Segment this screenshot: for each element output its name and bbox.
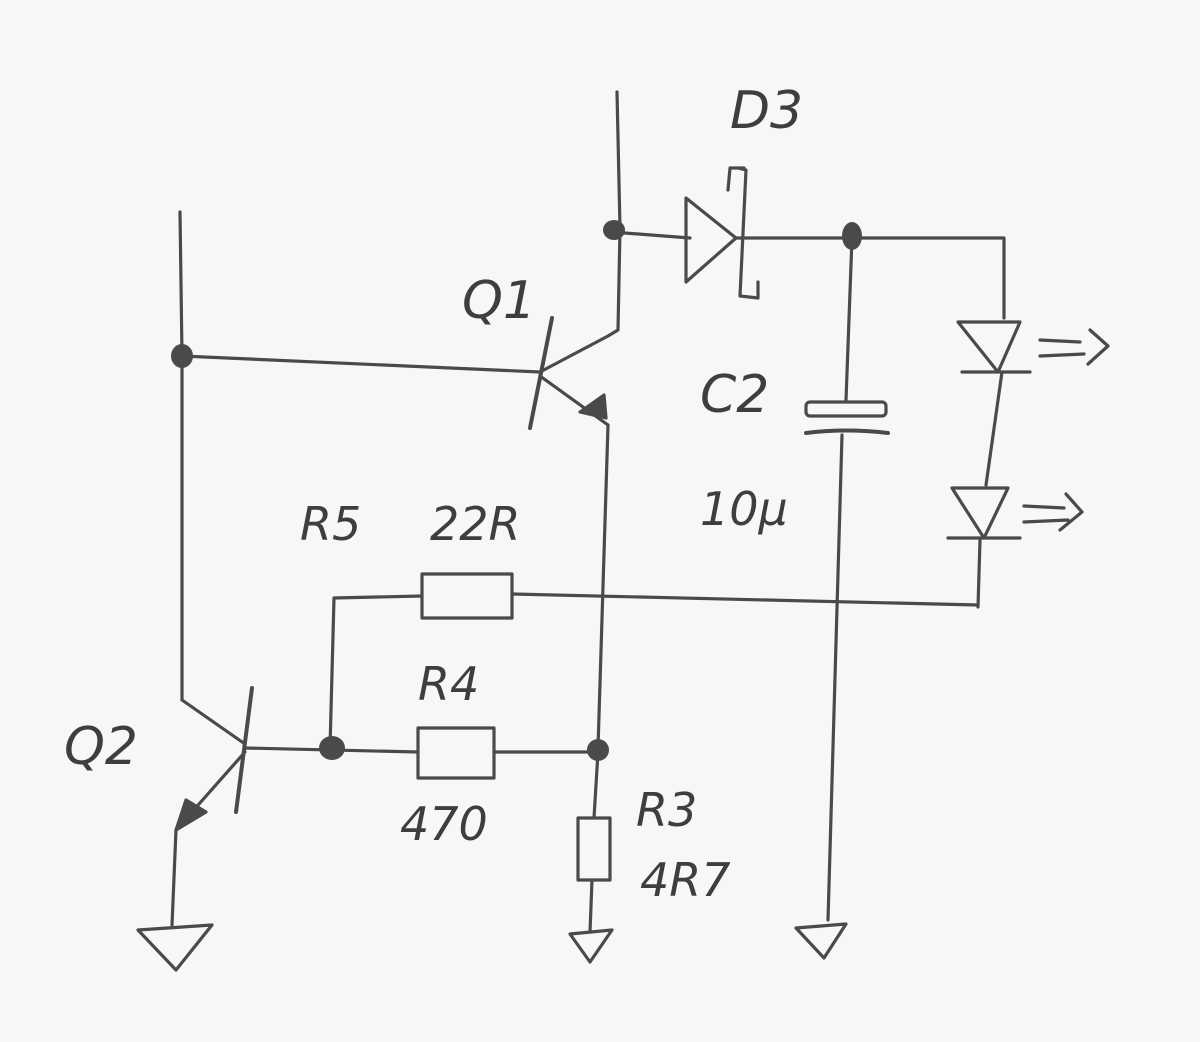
q1-collector-leg: [538, 334, 610, 374]
q1-label: Q1: [462, 271, 536, 331]
q2-transistor: [174, 686, 254, 832]
wire-top-rail: [606, 90, 622, 338]
ground-c2-icon: [794, 922, 848, 960]
wire-led-bottom: [976, 538, 982, 609]
r3-resistor: [576, 816, 612, 882]
r3-value-label: 4R7: [640, 853, 731, 907]
ground-q2-icon: [136, 923, 214, 972]
wire-q2-emitter: [170, 828, 178, 927]
led-upper: [956, 320, 1110, 374]
r5-resistor: [420, 572, 514, 620]
junctions: [171, 220, 862, 761]
q2-emitter-arrow: [174, 798, 208, 832]
r3-label: R3: [636, 783, 697, 837]
c2-value-label: 10µ: [700, 482, 788, 536]
wire-q1-emitter: [596, 423, 610, 750]
r4-resistor: [416, 726, 496, 780]
wire-r3-bottom: [588, 878, 594, 934]
wire-r5-left: [328, 594, 424, 750]
d3-label: D3: [730, 81, 803, 141]
wire-c2-bottom: [826, 433, 844, 922]
junction-q2-base: [319, 736, 345, 760]
r5-label: R5: [300, 497, 361, 551]
led-lower-light-icon: [1022, 492, 1084, 532]
r4-value-label: 470: [400, 797, 488, 851]
r4-label: R4: [418, 657, 479, 711]
wire-to-d3: [610, 230, 692, 240]
junction-left: [171, 344, 193, 368]
c2-plate-bottom: [804, 428, 890, 435]
wire-left-rail: [178, 210, 184, 702]
wire-c2-top: [844, 236, 854, 402]
junction-r3: [587, 739, 609, 761]
wire-q1-base: [180, 354, 542, 374]
wire-led-mid: [984, 370, 1004, 487]
c2-capacitor: [804, 400, 890, 435]
c2-label: C2: [700, 365, 769, 425]
q1-emitter-arrow: [578, 393, 608, 420]
c2-plate-top: [804, 400, 888, 418]
wire-r3-top: [592, 750, 600, 820]
wire-led-top: [850, 236, 1006, 320]
junction-right: [842, 222, 862, 250]
led-lower: [946, 486, 1084, 540]
junction-top: [603, 220, 625, 240]
q1-transistor: [528, 316, 610, 430]
d3-triangle: [684, 196, 738, 284]
led-lower-triangle: [950, 486, 1010, 540]
ground-r3-icon: [568, 928, 614, 964]
wires: [170, 90, 1006, 934]
q2-base-bar: [234, 686, 254, 814]
led-upper-light-icon: [1038, 328, 1110, 366]
wire-r5-right: [510, 592, 980, 607]
d3-bar: [726, 166, 760, 300]
d3-zener-diode: [684, 166, 760, 300]
q2-collector-leg: [180, 698, 247, 746]
r5-value-label: 22R: [430, 497, 521, 551]
q2-label: Q2: [64, 717, 138, 777]
led-upper-triangle: [956, 320, 1022, 374]
